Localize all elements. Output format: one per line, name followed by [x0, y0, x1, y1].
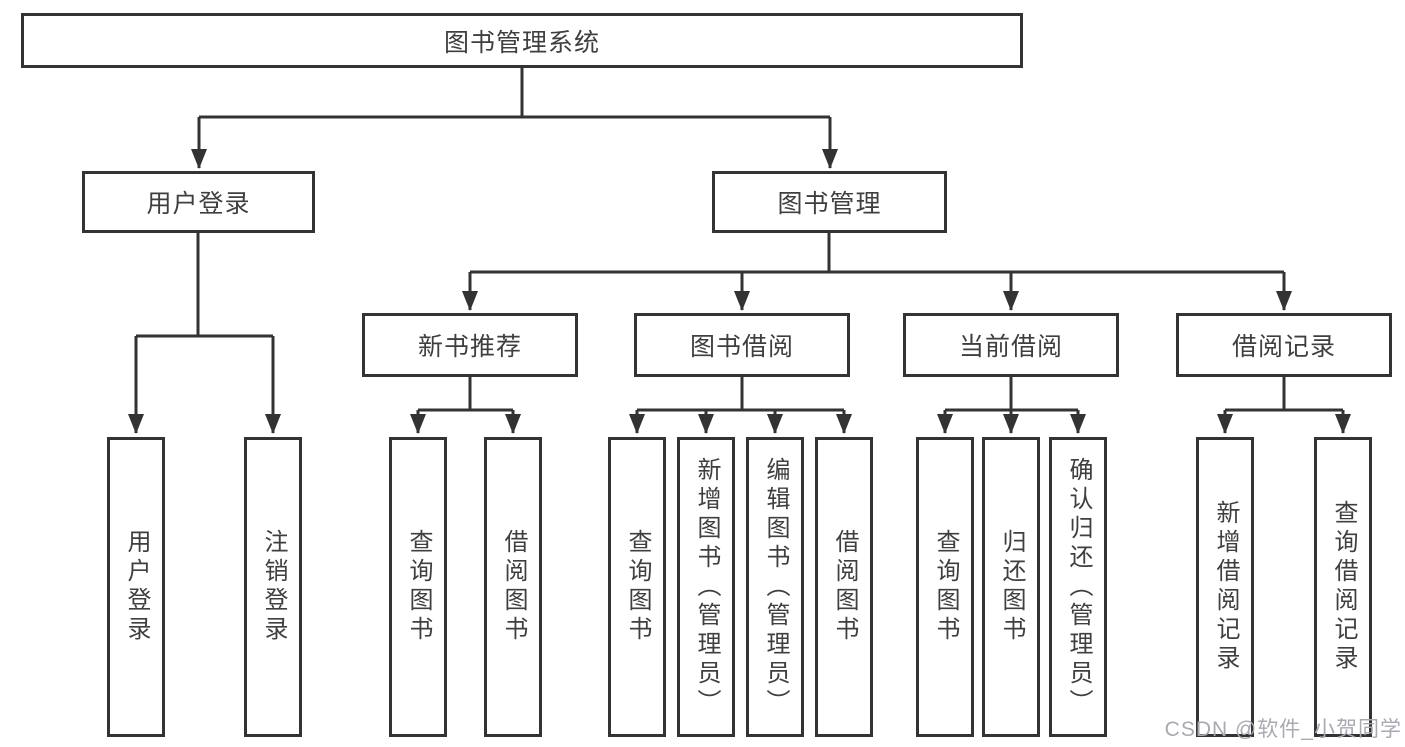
csdn-watermark: CSDN @软件_小贺同学	[1164, 718, 1402, 741]
leaf-query-books-current: 查询图书	[916, 437, 974, 737]
connector-arrows	[128, 117, 1351, 434]
node-user-login: 用户登录	[82, 171, 315, 233]
leaf-confirm-return-admin: 确认归还（管理员）	[1049, 437, 1107, 737]
node-root: 图书管理系统	[21, 13, 1023, 68]
node-book-borrowing: 图书借阅	[634, 313, 850, 377]
leaf-return-books: 归还图书	[982, 437, 1040, 737]
leaf-user-login: 用户登录	[107, 437, 165, 737]
node-borrowing-records: 借阅记录	[1176, 313, 1392, 377]
leaf-logout: 注销登录	[244, 437, 302, 737]
leaf-borrow-books-recommend: 借阅图书	[484, 437, 542, 737]
leaf-query-books-recommend: 查询图书	[389, 437, 447, 737]
node-new-book-recommendation: 新书推荐	[362, 313, 578, 377]
leaf-query-books-borrowing: 查询图书	[608, 437, 666, 737]
leaf-add-borrowing-record: 新增借阅记录	[1196, 437, 1254, 737]
leaf-add-books-admin: 新增图书（管理员）	[677, 437, 735, 737]
connector-trunks	[136, 68, 1343, 412]
node-book-management: 图书管理	[712, 171, 947, 233]
leaf-query-borrowing-record: 查询借阅记录	[1314, 437, 1372, 737]
leaf-borrow-books-borrowing: 借阅图书	[815, 437, 873, 737]
node-current-borrowing: 当前借阅	[903, 313, 1119, 377]
leaf-edit-books-admin: 编辑图书（管理员）	[746, 437, 804, 737]
